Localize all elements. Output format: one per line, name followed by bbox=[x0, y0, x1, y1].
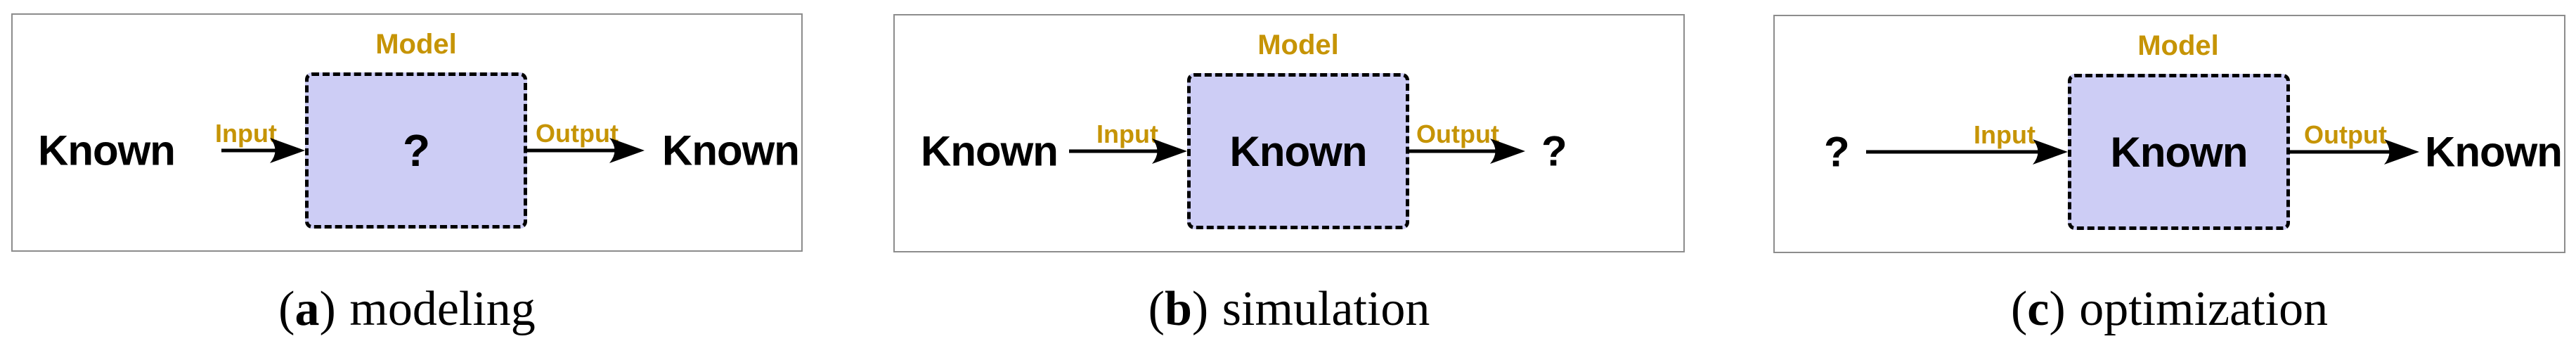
output-arrow bbox=[527, 135, 645, 166]
caption-word: simulation bbox=[1222, 282, 1430, 336]
output-label: Output bbox=[1416, 120, 1499, 148]
input-arrow bbox=[1069, 136, 1187, 167]
sink-node: ? bbox=[1541, 127, 1567, 175]
output-label: Output bbox=[2304, 120, 2387, 149]
model-box-content: Known bbox=[1229, 127, 1368, 175]
output-arrow bbox=[2290, 136, 2419, 167]
caption-letter: b bbox=[1164, 282, 1192, 336]
input-label: Input bbox=[1096, 120, 1158, 148]
panel-c-frame: Model ? Input Known Output Known bbox=[1773, 15, 2565, 253]
output-label: Output bbox=[536, 119, 619, 148]
caption-paren-open: ( bbox=[2010, 282, 2028, 336]
caption-paren-close: ) bbox=[1191, 282, 1209, 336]
model-label: Model bbox=[1257, 30, 1339, 60]
source-node: ? bbox=[1824, 128, 1850, 176]
source-node: Known bbox=[38, 127, 176, 174]
output-arrow bbox=[1409, 136, 1525, 167]
caption-paren-open: ( bbox=[1148, 282, 1165, 336]
caption-paren-close: ) bbox=[2049, 282, 2066, 336]
model-box: ? bbox=[305, 72, 527, 229]
source-node: Known bbox=[921, 127, 1059, 175]
model-box: Known bbox=[2068, 74, 2290, 230]
model-label: Model bbox=[2137, 30, 2219, 61]
sink-node: Known bbox=[2425, 128, 2563, 176]
input-label: Input bbox=[215, 119, 277, 148]
caption-letter: a bbox=[295, 282, 320, 336]
caption-b: (b)simulation bbox=[893, 281, 1685, 352]
caption-paren-open: ( bbox=[278, 282, 295, 336]
input-arrow bbox=[1866, 136, 2068, 167]
caption-c: (c)optimization bbox=[1773, 281, 2565, 352]
input-label: Input bbox=[1974, 120, 2035, 149]
caption-paren-close: ) bbox=[319, 282, 336, 336]
input-arrow bbox=[221, 135, 305, 166]
sink-node: Known bbox=[662, 127, 800, 174]
model-box-content: Known bbox=[2110, 128, 2248, 176]
caption-word: optimization bbox=[2079, 282, 2329, 336]
caption-a: (a)modeling bbox=[11, 281, 803, 352]
caption-word: modeling bbox=[349, 282, 536, 336]
model-box: Known bbox=[1187, 73, 1409, 229]
panel-a-frame: Model Known Input ? Output Known bbox=[11, 13, 803, 252]
caption-letter: c bbox=[2027, 282, 2050, 336]
model-label: Model bbox=[375, 29, 457, 60]
panel-b-frame: Model Known Input Known Output ? bbox=[893, 14, 1685, 252]
model-box-content: ? bbox=[402, 125, 430, 176]
